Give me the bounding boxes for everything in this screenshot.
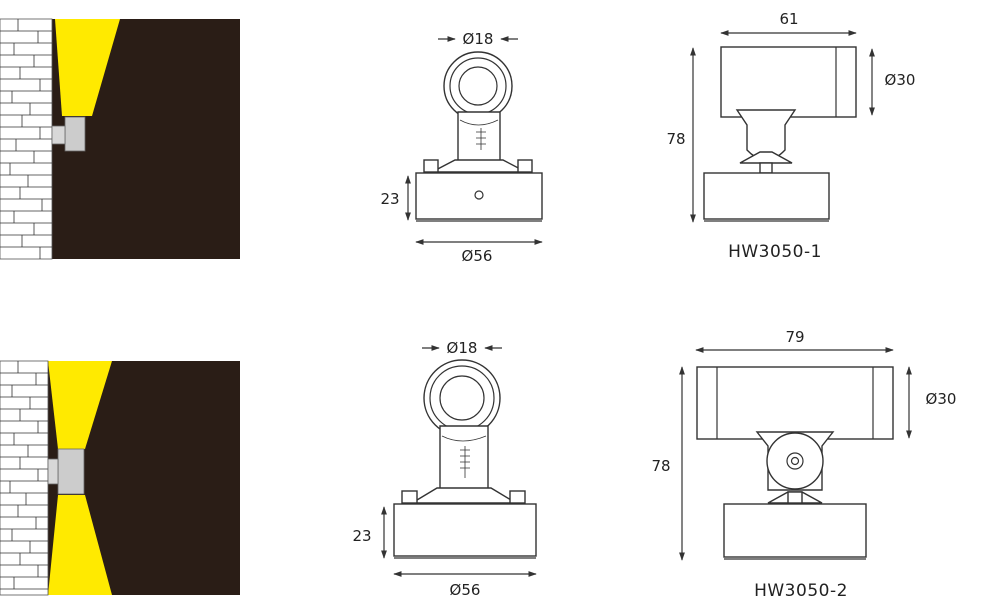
front-view-1: Ø18 23 Ø56 — [380, 30, 543, 265]
top-diameter-label: Ø18 — [463, 30, 494, 48]
fixture-bracket — [47, 458, 59, 485]
width-label: 61 — [779, 10, 798, 28]
head-diameter-label: Ø30 — [885, 71, 916, 89]
base-diameter-label: Ø56 — [450, 581, 481, 599]
side-view-2: 79 Ø30 78 HW3050-2 — [651, 328, 956, 601]
front-view-2: Ø18 23 Ø56 — [352, 339, 537, 599]
fixture-head — [57, 448, 85, 495]
head-diameter-label: Ø30 — [926, 390, 957, 408]
top-diameter-label: Ø18 — [447, 339, 478, 357]
light-beam-up — [55, 19, 120, 116]
light-beam-down — [48, 495, 112, 595]
wash-effect-single — [0, 18, 240, 260]
height-label: 23 — [380, 190, 399, 208]
fixture-head — [64, 116, 86, 152]
model-name: HW3050-1 — [728, 242, 822, 262]
brick-wall — [0, 18, 53, 260]
width-label: 79 — [785, 328, 804, 346]
overall-height-label: 78 — [651, 457, 670, 475]
height-label: 23 — [352, 527, 371, 545]
light-beam-up — [48, 361, 112, 449]
brick-wall — [0, 360, 49, 596]
wash-effect-double — [0, 360, 240, 596]
base-diameter-label: Ø56 — [462, 247, 493, 265]
fixture-bracket — [51, 125, 66, 145]
overall-height-label: 78 — [666, 130, 685, 148]
side-view-1: 61 Ø30 78 HW3050-1 — [666, 10, 915, 262]
model-name: HW3050-2 — [754, 581, 848, 601]
